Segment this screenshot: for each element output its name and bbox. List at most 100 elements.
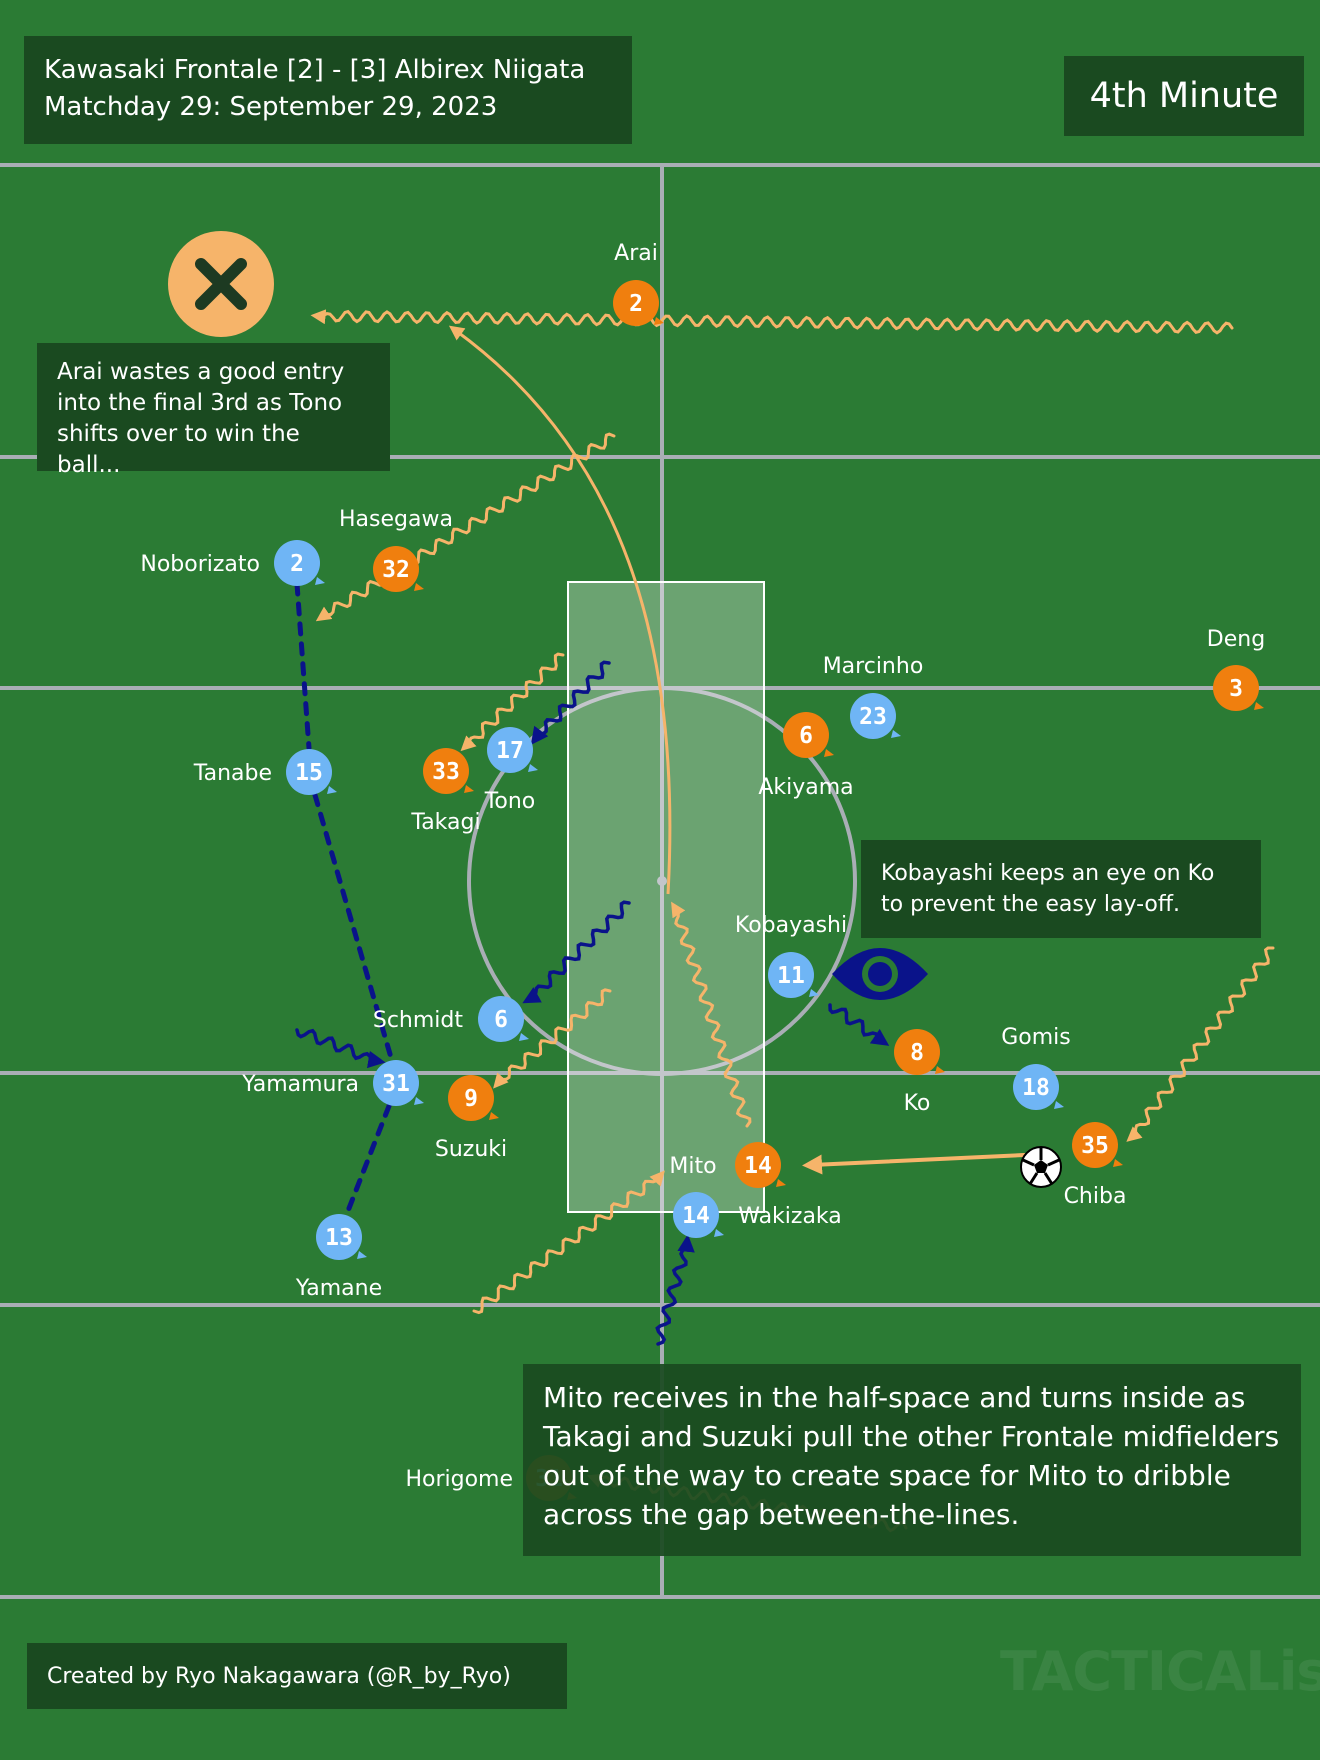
player-name: Gomis [1001,1025,1071,1050]
player-name: Yamane [295,1276,382,1301]
player-number: 6 [494,1007,508,1033]
player-name: Kobayashi [735,913,847,938]
facing-tick [891,730,901,738]
player-number: 31 [382,1071,410,1097]
player-name: Tono [484,789,536,814]
player-name: Ko [904,1091,931,1116]
player-gomis: 18 Gomis [1001,1025,1071,1110]
player-number: 6 [799,723,813,749]
player-name: Noborizato [140,552,260,577]
yamamura-yamane-link [343,1103,392,1219]
minute-badge: 4th Minute [1064,56,1304,136]
player-schmidt: 6 Schmidt [373,996,529,1042]
facing-tick [414,583,424,591]
player-number: 18 [1022,1075,1050,1101]
center-circle [467,686,857,1076]
player-number: 13 [325,1225,353,1251]
player-marker [316,1214,362,1260]
wakizaka-run-arrow [655,1234,695,1346]
player-name: Akiyama [758,775,853,800]
x-circle-icon [168,231,274,337]
player-marker [1072,1122,1118,1168]
player-name: Suzuki [435,1137,507,1162]
center-spot [657,876,667,886]
player-marker [894,1029,940,1075]
player-name: Chiba [1064,1184,1127,1209]
facing-tick [1254,702,1264,710]
suzuki-run-arrow [493,988,612,1089]
player-marker [448,1075,494,1121]
hasegawa-run-arrow [315,432,616,622]
player-name: Arai [614,241,658,266]
yamamura-run-arrow [295,1028,386,1069]
player-hasegawa: 32 Hasegawa [339,507,453,592]
player-marker [613,280,659,326]
player-number: 33 [432,759,460,785]
player-number: 17 [496,738,524,764]
player-marker [373,546,419,592]
player-marker [1213,665,1259,711]
player-number: 2 [629,291,643,317]
facing-tick [824,749,834,757]
facing-tick [1113,1159,1123,1167]
player-name: Yamamura [241,1072,359,1097]
soccer-ball-icon [1020,1146,1062,1188]
player-number: 32 [382,557,410,583]
facing-tick [714,1229,724,1237]
facing-tick [315,577,325,585]
player-number: 9 [464,1086,478,1112]
facing-tick [414,1097,424,1105]
annotation-kobayashi: Kobayashi keeps an eye on Ko to prevent … [861,840,1261,938]
player-number: 14 [744,1153,772,1179]
facing-tick [489,1112,499,1120]
player-marker [735,1142,781,1188]
mito-dribble-arrow [671,901,752,1128]
kobayashi-run-arrow [828,1003,890,1046]
noborizato-tanabe-link [294,581,312,751]
facing-tick [327,786,337,794]
player-marker [783,712,829,758]
player-marker [673,1192,719,1238]
player-name: Hasegawa [339,507,453,532]
player-name: Schmidt [373,1008,464,1033]
facing-tick [464,785,474,793]
chiba-support-arrow [1126,946,1275,1142]
player-arai: 2 Arai [613,241,664,326]
player-ko: 8Ko [894,1029,945,1116]
facing-tick [935,1066,945,1074]
facing-tick [528,764,538,772]
credit-text: Created by Ryo Nakagawara (@R_by_Ryo) [47,1663,511,1689]
facing-tick [357,1251,367,1259]
player-marker [1013,1064,1059,1110]
match-title-box: Kawasaki Frontale [2] - [3] Albirex Niig… [24,36,632,144]
match-date: Matchday 29: September 29, 2023 [44,92,498,122]
player-number: 11 [777,963,805,989]
facing-tick [519,1033,529,1041]
chiba-pass-arrow [802,1153,1026,1175]
player-marker [274,540,320,586]
tono-run-arrow [530,660,611,745]
credit-box: Created by Ryo Nakagawara (@R_by_Ryo) [27,1643,567,1709]
annotation-mito-text: Mito receives in the half-space and turn… [543,1381,1280,1531]
player-marker [478,996,524,1042]
facing-tick [809,989,819,997]
player-number: 14 [682,1203,710,1229]
tanabe-yamamura-link [312,792,395,1064]
schmidt-run-arrow [522,900,631,1004]
facing-tick [776,1179,786,1187]
player-marker [850,693,896,739]
eye-icon [832,948,928,1000]
player-kobayashi: 11 Kobayashi [735,913,847,998]
minute-label: 4th Minute [1089,76,1279,116]
